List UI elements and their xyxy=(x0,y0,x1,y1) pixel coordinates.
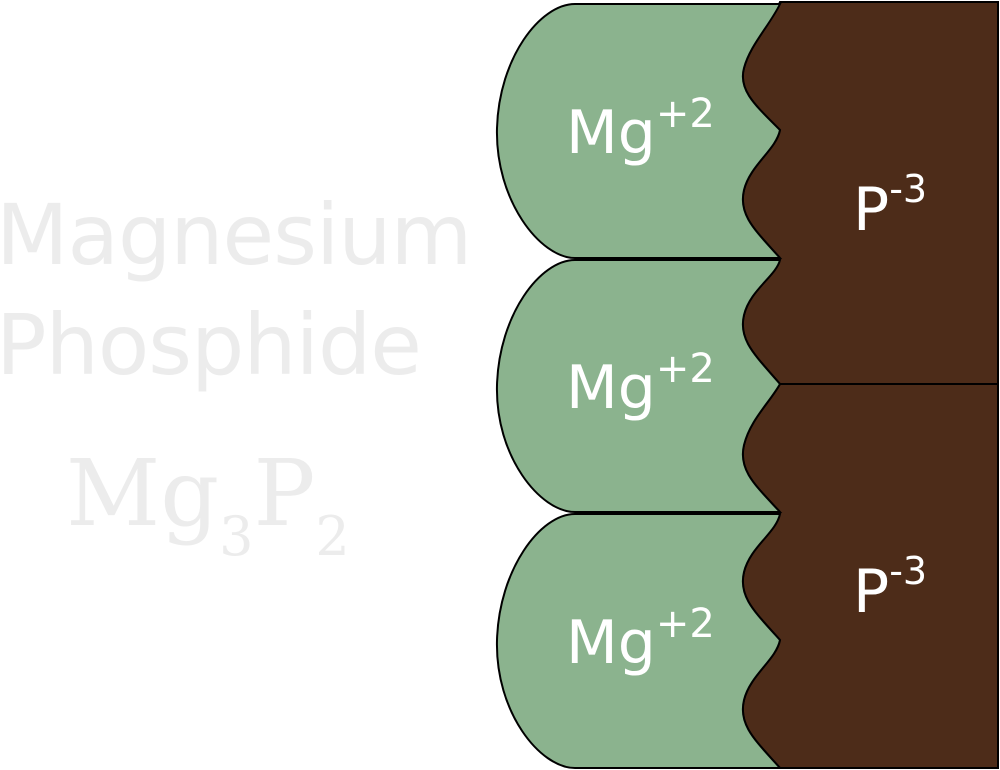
cation-symbol: Mg xyxy=(566,98,656,168)
cation-charge: +2 xyxy=(656,346,715,392)
anion-tiles xyxy=(741,0,999,769)
cation-label: Mg+2 xyxy=(566,601,715,678)
formula-subscript-1: 3 xyxy=(219,505,254,568)
anion-label: P-3 xyxy=(853,167,927,245)
anion-symbol: P xyxy=(853,557,889,627)
compound-name-line2: Phosphide xyxy=(0,296,422,394)
formula-subscript-2: 2 xyxy=(315,505,350,568)
cation-label: Mg+2 xyxy=(566,346,715,423)
cation-tile xyxy=(495,513,783,769)
formula-element-1: Mg xyxy=(66,440,220,547)
anion-symbol: P xyxy=(853,175,889,245)
cation-charge: +2 xyxy=(656,91,715,137)
anion-charge: -3 xyxy=(889,549,927,593)
cation-tile xyxy=(495,259,783,513)
ion-labels: Mg+2 Mg+2 Mg+2 P-3 P-3 xyxy=(566,91,927,678)
anion-charge: -3 xyxy=(889,167,927,211)
cation-charge: +2 xyxy=(656,601,715,647)
formula-element-2: P xyxy=(253,440,316,547)
cation-symbol: Mg xyxy=(566,608,656,678)
anion-label: P-3 xyxy=(853,549,927,627)
cation-tile xyxy=(495,3,783,259)
cation-tiles xyxy=(495,3,783,769)
cation-symbol: Mg xyxy=(566,353,656,423)
compound-name-line1: Magnesium xyxy=(0,186,472,284)
cation-label: Mg+2 xyxy=(566,91,715,168)
compound-name: Magnesium Phosphide xyxy=(0,180,472,400)
chemical-formula: Mg3P2 xyxy=(66,440,350,568)
